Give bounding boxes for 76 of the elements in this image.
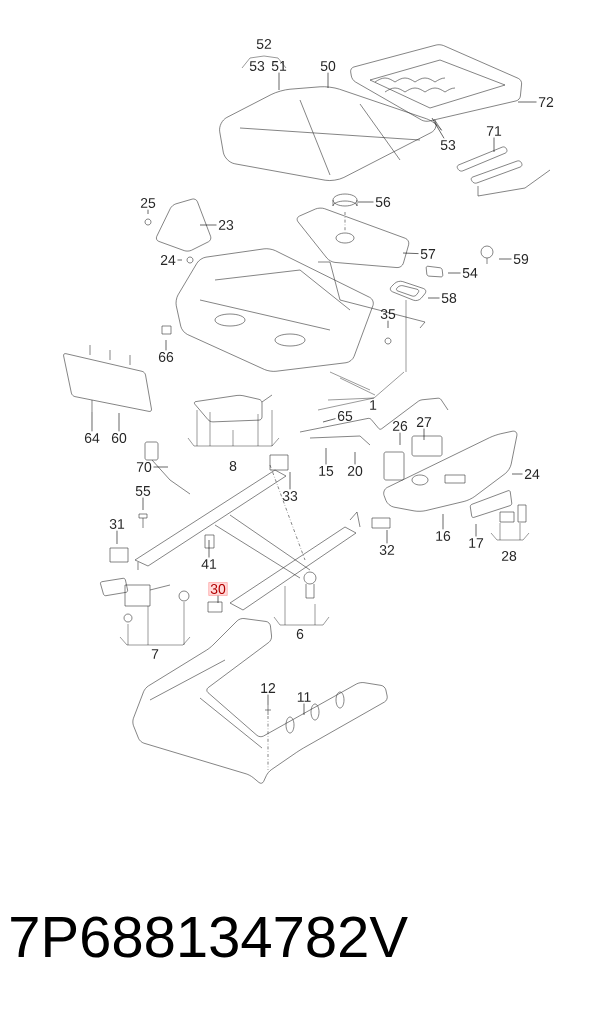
callout-number: 26 xyxy=(392,421,408,431)
callout-number: 20 xyxy=(347,466,363,476)
leader-line xyxy=(447,272,461,274)
callout-number: 60 xyxy=(111,433,127,443)
callout-number: 53 xyxy=(440,140,456,150)
leader-line xyxy=(322,418,336,423)
callout-number: 55 xyxy=(135,486,151,496)
leader-line xyxy=(327,72,329,89)
callout-number: 8 xyxy=(229,461,237,471)
callout-number: 50 xyxy=(320,61,336,71)
callout-number: 32 xyxy=(379,545,395,555)
leader-line xyxy=(493,137,495,153)
leader-line xyxy=(217,595,219,604)
leader-line xyxy=(427,297,440,299)
leader-line xyxy=(399,432,401,446)
leader-line xyxy=(153,466,169,468)
leader-line xyxy=(354,451,356,465)
callout-number: 59 xyxy=(513,254,529,264)
leader-line xyxy=(325,447,327,465)
leader-line xyxy=(147,209,149,215)
callout-number: 51 xyxy=(271,61,287,71)
callout-number: 57 xyxy=(420,249,436,259)
callout-number: 54 xyxy=(462,268,478,278)
callout-number: 35 xyxy=(380,309,396,319)
callout-number: 65 xyxy=(337,411,353,421)
callout-number: 23 xyxy=(218,220,234,230)
leader-line xyxy=(517,101,537,103)
callout-number: 11 xyxy=(297,692,311,702)
leader-line xyxy=(116,530,118,545)
leader-line xyxy=(423,428,425,441)
callout-number: 58 xyxy=(441,293,457,303)
callout-number: 53 xyxy=(249,61,265,71)
callout-number: 12 xyxy=(261,683,276,693)
callout-number: 24 xyxy=(524,469,540,479)
callout-number: 24 xyxy=(160,255,176,265)
callout-number: 56 xyxy=(375,197,391,207)
callout-number: 25 xyxy=(140,198,156,208)
part-number: 7P688134782V xyxy=(11,916,408,958)
leader-line xyxy=(289,471,291,490)
callout-number: 31 xyxy=(109,519,125,529)
callout-number: 28 xyxy=(501,551,517,561)
callout-number: 1 xyxy=(370,400,377,410)
callout-number: 7 xyxy=(151,649,159,659)
leader-line xyxy=(386,529,388,544)
leader-line xyxy=(177,259,183,261)
callout-number: 41 xyxy=(201,559,217,569)
callout-number: 70 xyxy=(136,462,152,472)
leader-line xyxy=(142,497,144,511)
leader-line xyxy=(357,201,374,203)
callout-number: 15 xyxy=(319,466,334,476)
callout-number: 52 xyxy=(256,39,272,49)
leader-line xyxy=(303,703,305,716)
callout-number: 6 xyxy=(296,629,304,639)
leader-line xyxy=(278,72,280,91)
callout-number: 17 xyxy=(469,538,484,548)
leader-line xyxy=(91,411,93,432)
callout-number: 16 xyxy=(436,531,451,541)
leader-line xyxy=(165,339,167,351)
leader-line xyxy=(387,320,389,329)
leader-line xyxy=(118,412,120,432)
highlighted-callout-number: 30 xyxy=(208,582,228,596)
leader-line xyxy=(475,523,477,537)
leader-line xyxy=(208,539,210,558)
leader-line xyxy=(498,258,512,260)
leader-line xyxy=(511,473,523,475)
leader-line xyxy=(267,694,269,706)
callout-number: 27 xyxy=(416,417,432,427)
leader-line xyxy=(431,117,445,139)
callout-number: 33 xyxy=(282,491,298,501)
callout-number: 71 xyxy=(486,126,502,136)
callout-number: 66 xyxy=(158,352,174,362)
leader-line xyxy=(199,224,217,226)
leader-line xyxy=(402,252,419,254)
callout-number: 72 xyxy=(538,97,554,107)
leader-line xyxy=(442,513,444,530)
callout-number: 64 xyxy=(84,433,100,443)
